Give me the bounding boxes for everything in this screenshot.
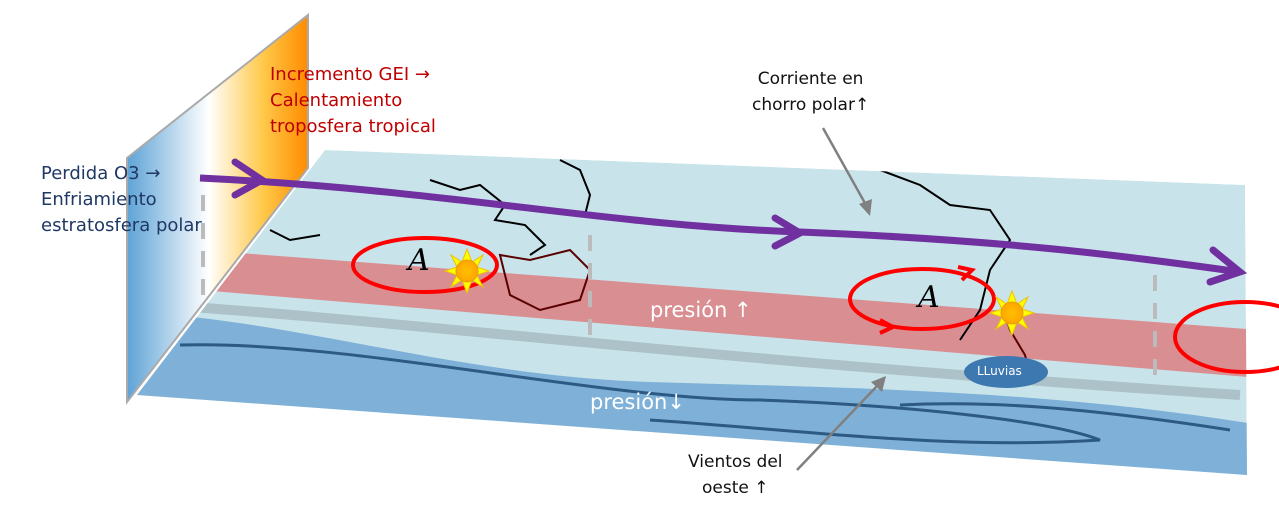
ghg-label: Incremento GEI → Calentamiento troposfer…: [270, 62, 436, 140]
jet-pointer-head: [859, 199, 872, 216]
ozone-line: estratosfera polar: [41, 215, 202, 236]
jet-arrowhead: [1206, 246, 1248, 286]
anticyclone-ellipse: [1173, 300, 1279, 374]
jet-arrowhead: [771, 214, 808, 250]
anticyclone-label: A: [918, 280, 940, 315]
polar-jet-arrow: [199, 174, 1241, 276]
ghg-line: Calentamiento: [270, 90, 403, 111]
westerlies-line: Vientos del: [688, 452, 783, 472]
high-pressure-label: presión ↑: [650, 298, 752, 322]
circulation-arrowhead: [879, 318, 898, 335]
jet-label: Corriente en chorro polar↑: [752, 66, 869, 118]
anticyclone-ellipse: [848, 267, 996, 331]
sun-icon: [443, 247, 491, 295]
ozone-line: Perdida O3 →: [41, 163, 161, 184]
dashed-lines: [201, 195, 1157, 385]
stratosphere-panel: [126, 12, 309, 405]
jet-pointer-line: [821, 127, 868, 206]
westerlies-line: oeste ↑: [702, 478, 769, 498]
rain-label: LLuvias: [977, 364, 1022, 378]
ghg-line: troposfera tropical: [270, 116, 436, 137]
sun-icon: [988, 289, 1036, 337]
anticyclone-label: A: [408, 243, 430, 278]
low-pressure-label: presión↓: [590, 390, 685, 414]
westerlies-label: Vientos del oeste ↑: [688, 449, 783, 501]
rain-ellipse: [964, 356, 1048, 388]
westerlies-pointer-line: [796, 384, 879, 471]
antarctic-coast: [179, 343, 1231, 445]
ozone-line: Enfriamiento: [41, 189, 157, 210]
jet-arrowhead: [231, 158, 269, 199]
westerlies-pointer-head: [871, 376, 886, 392]
ozone-label: Perdida O3 → Enfriamiento estratosfera p…: [41, 161, 202, 239]
ghg-line: Incremento GEI →: [270, 64, 430, 85]
circulation-arrowhead: [957, 265, 977, 282]
jet-line: Corriente en: [757, 69, 864, 89]
jet-line: chorro polar↑: [752, 95, 870, 115]
anticyclone-ellipse: [351, 236, 499, 294]
